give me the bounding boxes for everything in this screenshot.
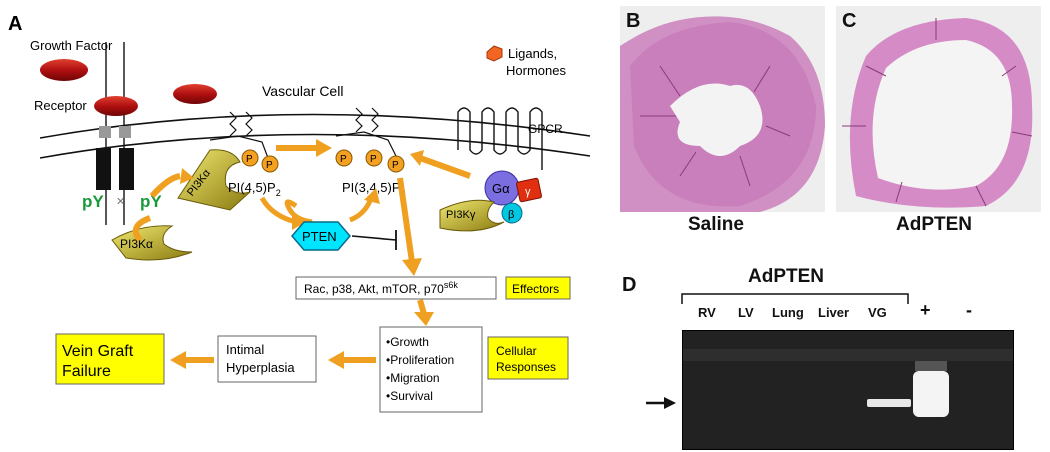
phosphate-bead xyxy=(261,155,279,173)
responses-box xyxy=(379,326,483,413)
vein-graft-failure-box xyxy=(55,333,165,385)
svg-text:✕: ✕ xyxy=(116,196,125,208)
gpcr-label: GPCR xyxy=(528,122,563,136)
effectors-list: Rac, p38, Akt, mTOR, p70s6k xyxy=(304,280,458,296)
lane-label-vg: VG xyxy=(868,305,887,320)
svg-text:Gα: Gα xyxy=(492,181,510,196)
pi3k-alpha-cytosol-label: PI3Kα xyxy=(120,237,153,251)
phospho-tyrosine-right: pY xyxy=(140,192,162,211)
effectors-label: Effectors xyxy=(512,282,559,296)
g-gamma-subunit xyxy=(516,177,542,203)
adpten-caption: AdPTEN xyxy=(896,214,972,235)
receptor-kinase-domain xyxy=(119,148,134,190)
lane-label-negative: - xyxy=(966,300,972,320)
cellular-responses-highlight xyxy=(487,336,569,380)
svg-text:γ: γ xyxy=(525,186,531,198)
response-item: •Growth xyxy=(386,335,429,349)
pip2-label: PI(4,5)P2 xyxy=(228,180,281,198)
pten-label: PTEN xyxy=(302,229,337,244)
phosphate-bead xyxy=(241,149,259,167)
ligand-hexagon xyxy=(486,45,503,62)
saline-caption: Saline xyxy=(688,214,744,235)
cell-membrane-outer xyxy=(39,113,591,139)
gel-group-label: AdPTEN xyxy=(748,266,824,287)
vein-graft-failure-label: Vein Graft Failure xyxy=(62,343,138,380)
svg-text:P: P xyxy=(340,154,347,165)
pten-hexagon xyxy=(291,221,351,251)
growth-factor-oval xyxy=(173,84,217,104)
response-item: •Migration xyxy=(386,371,440,385)
lane-label-rv: RV xyxy=(698,305,716,320)
svg-text:β: β xyxy=(508,209,514,221)
pi3k-alpha-shape xyxy=(177,149,251,211)
gel-image xyxy=(682,330,1014,450)
pathway-diagram: A Growth Factor Vascular Cell Receptor p… xyxy=(8,13,591,413)
gel-group-bracket xyxy=(681,293,909,304)
saline-vessel-image xyxy=(620,16,825,212)
hyperplasia-label: Intimal Hyperplasia xyxy=(226,342,295,375)
effectors-highlight xyxy=(505,276,571,300)
response-item: •Survival xyxy=(386,389,433,403)
lane-label-lv: LV xyxy=(738,305,754,320)
panel-label-a: A xyxy=(8,13,22,35)
lane-label-liver: Liver xyxy=(818,305,850,320)
ligands-label: Ligands, Hormones xyxy=(506,46,566,78)
svg-text:P: P xyxy=(392,160,399,171)
cellular-responses-label: Cellular Responses xyxy=(496,344,556,374)
panel-label-c: C xyxy=(842,10,857,32)
lane-label-positive: + xyxy=(920,300,931,320)
cell-membrane-inner xyxy=(39,133,591,159)
phospho-tyrosine-left: pY xyxy=(82,192,104,211)
receptor-membrane-block xyxy=(119,126,131,138)
g-beta-subunit xyxy=(501,202,523,224)
phosphate-bead xyxy=(387,155,405,173)
hyperplasia-box xyxy=(217,335,317,383)
adpten-vessel-image xyxy=(842,18,1033,208)
receptor-membrane-block xyxy=(99,126,111,138)
saline-micrograph: B xyxy=(620,6,825,212)
growth-factor-oval xyxy=(40,59,88,81)
svg-text:P: P xyxy=(266,160,273,171)
vascular-cell-label: Vascular Cell xyxy=(262,83,343,99)
band-arrow xyxy=(646,397,676,409)
gpcr-helices xyxy=(457,107,543,170)
phosphate-bead xyxy=(335,149,353,167)
growth-factor-label: Growth Factor xyxy=(30,38,113,53)
receptor-label: Receptor xyxy=(34,98,87,113)
pi3k-gamma-shape xyxy=(439,199,505,232)
svg-text:P: P xyxy=(246,154,253,165)
svg-text:P: P xyxy=(370,154,377,165)
effectors-box xyxy=(295,276,497,300)
response-item: •Proliferation xyxy=(386,353,454,367)
pi3k-alpha-cytosol-shape xyxy=(111,225,193,261)
panel-label-d: D xyxy=(622,274,637,296)
panel-label-b: B xyxy=(626,10,641,32)
phosphate-bead xyxy=(365,149,383,167)
pi3k-gamma-label: PI3Kγ xyxy=(446,209,476,221)
receptor-ligand-oval xyxy=(94,96,138,116)
positive-control-band xyxy=(913,371,949,417)
vg-band xyxy=(867,399,911,407)
adpten-micrograph: C xyxy=(836,6,1041,212)
lane-label-lung: Lung xyxy=(772,305,804,320)
receptor-kinase-domain xyxy=(96,148,111,190)
